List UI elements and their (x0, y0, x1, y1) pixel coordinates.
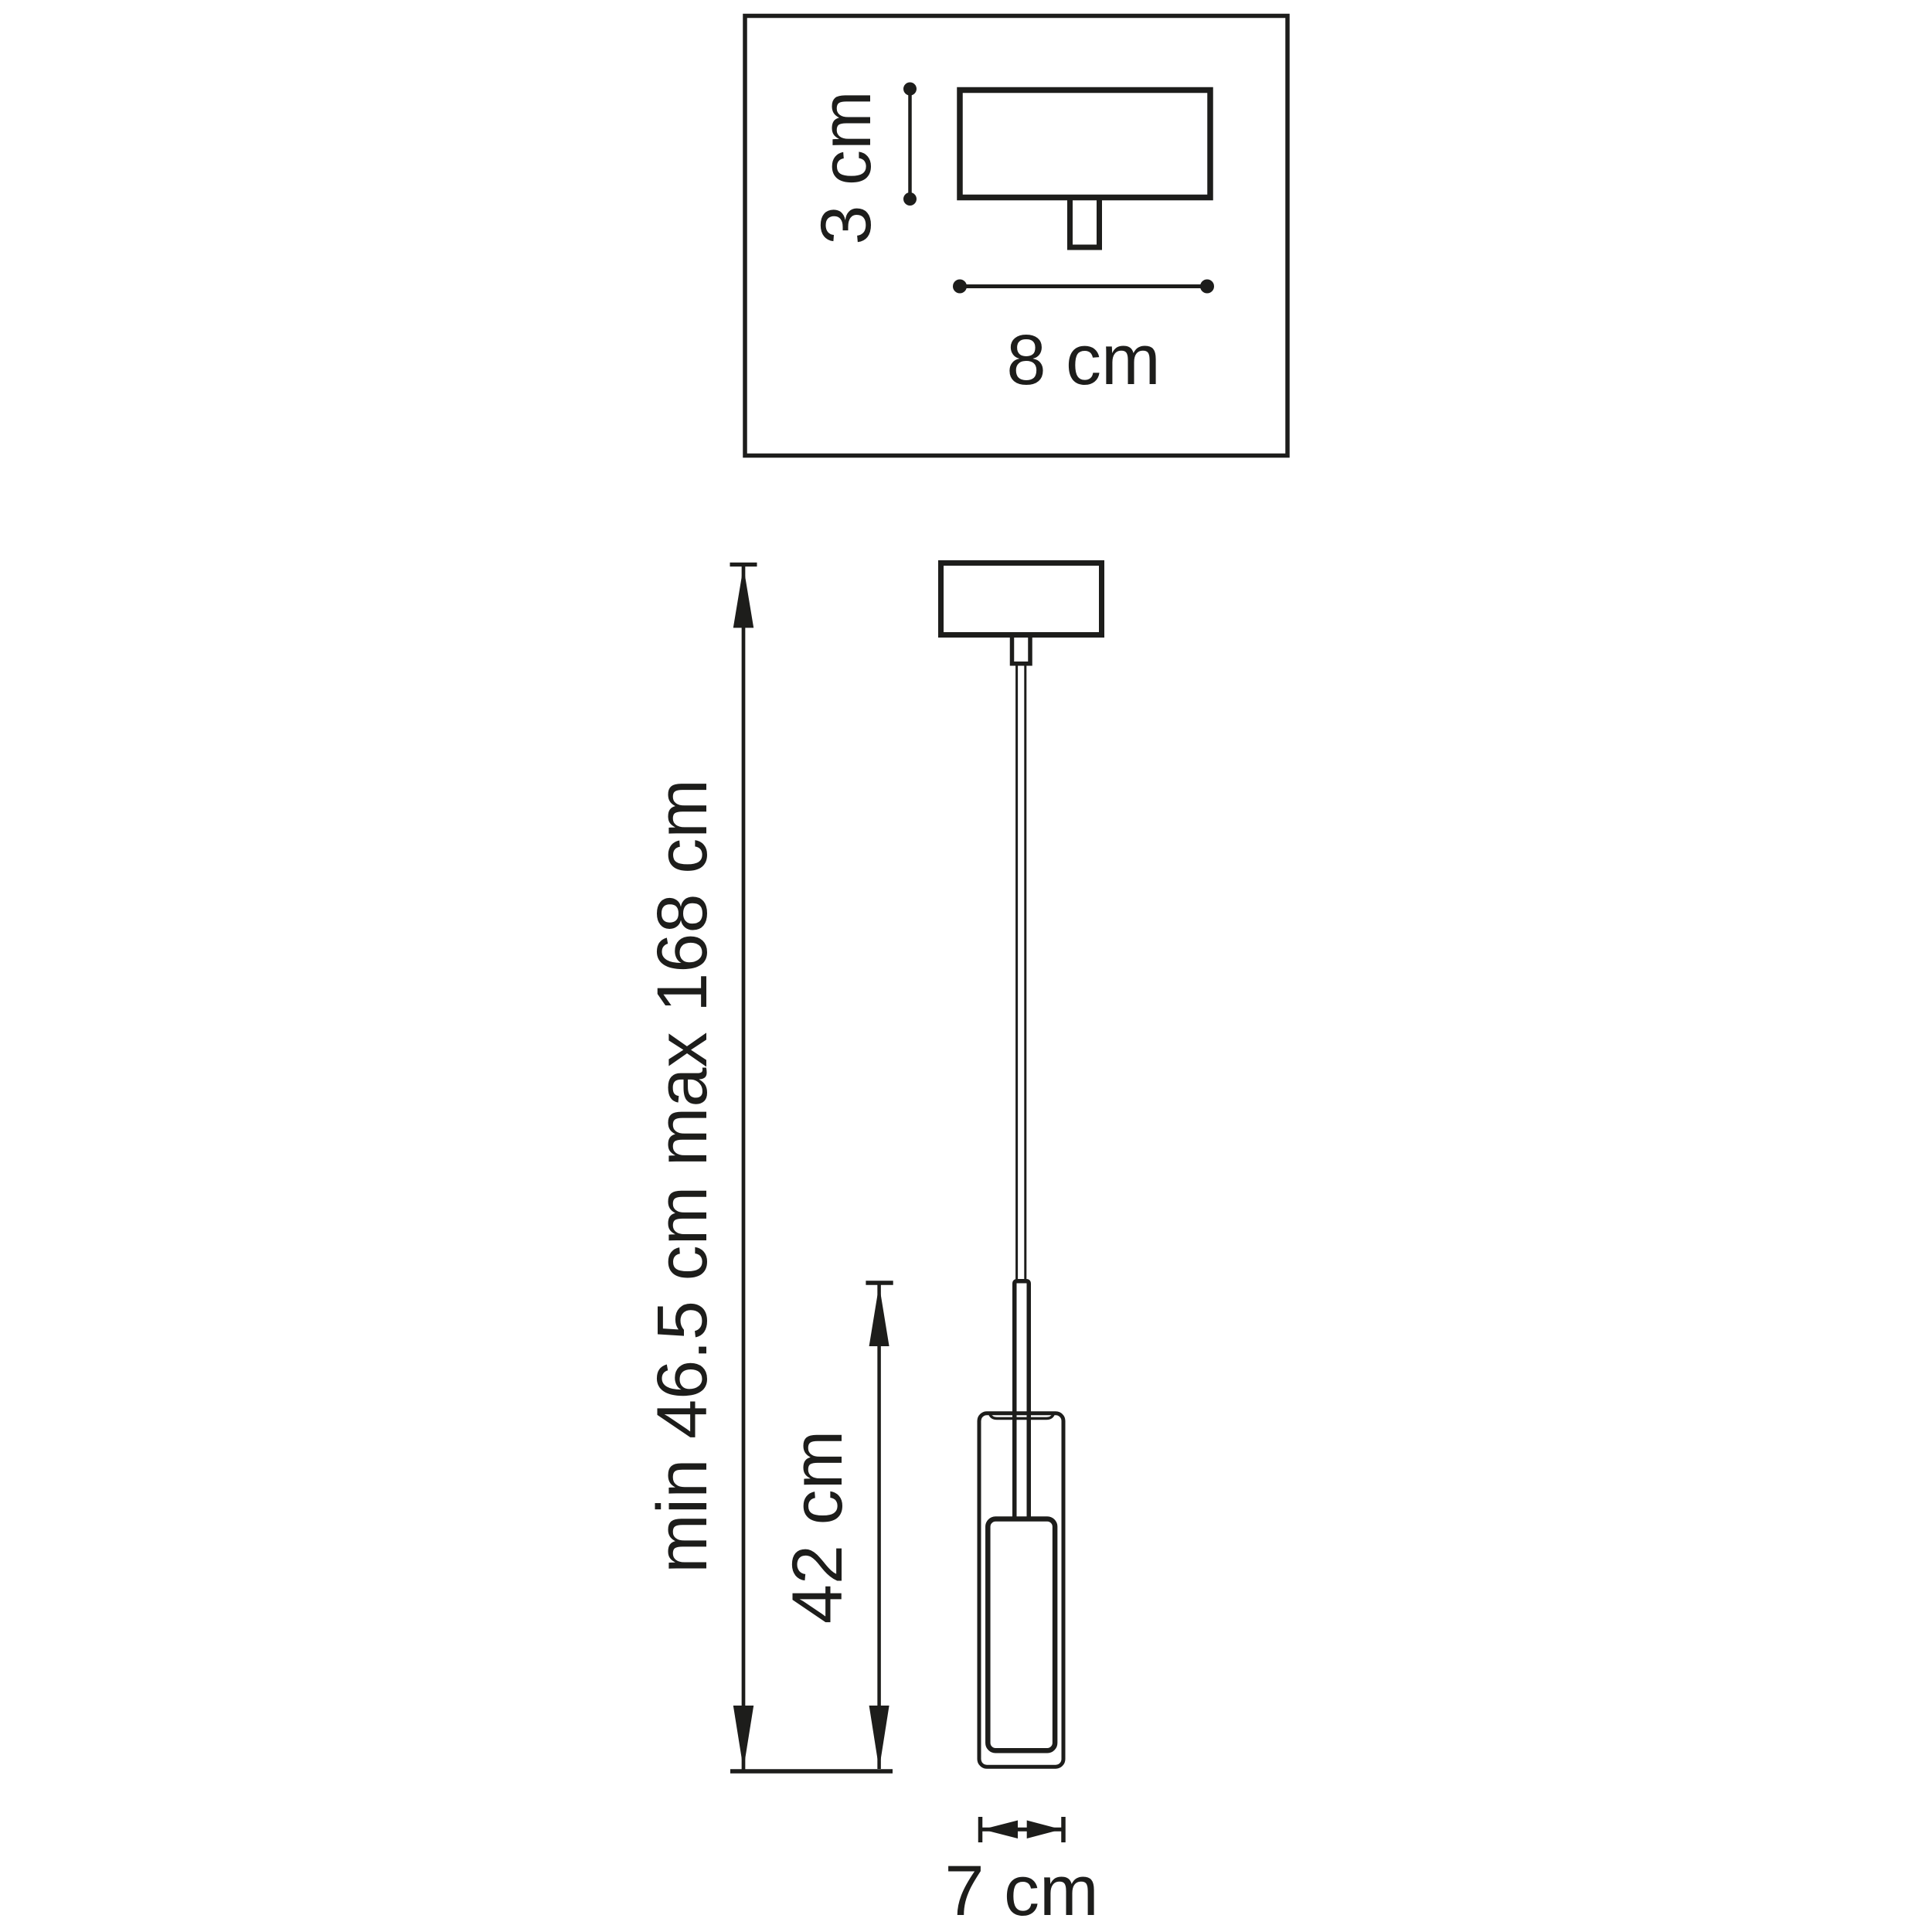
svg-text:3 cm: 3 cm (807, 90, 886, 244)
svg-text:min 46.5 cm max 168 cm: min 46.5 cm max 168 cm (643, 779, 722, 1573)
svg-text:7 cm: 7 cm (944, 1852, 1098, 1930)
svg-text:42 cm: 42 cm (778, 1430, 857, 1624)
svg-text:8 cm: 8 cm (1006, 321, 1160, 400)
